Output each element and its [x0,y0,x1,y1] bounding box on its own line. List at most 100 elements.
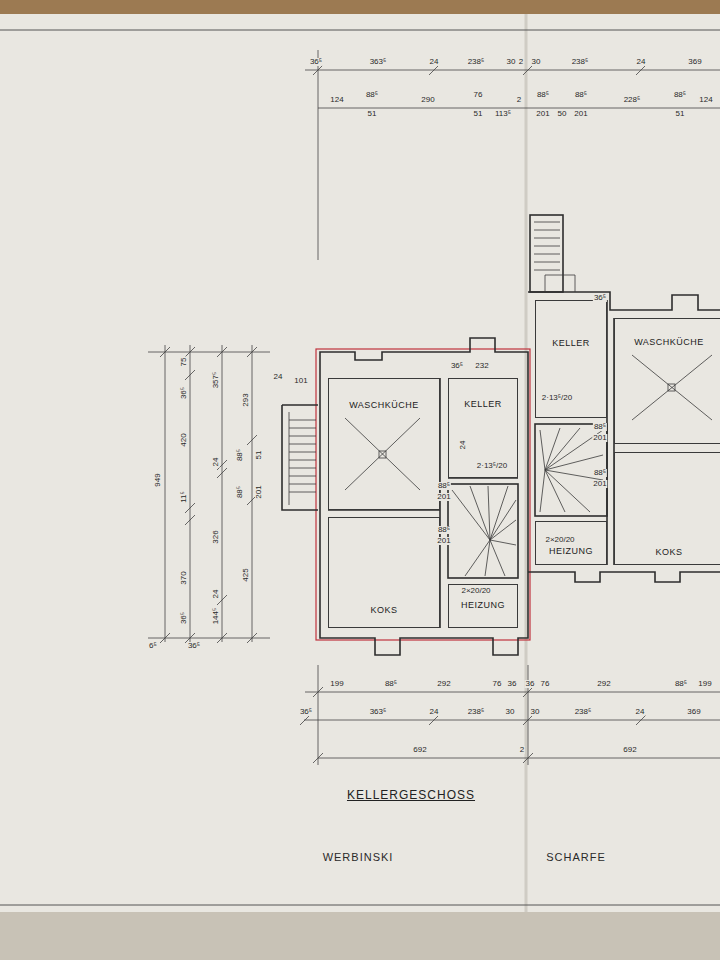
dimension-value: 692 [412,746,427,754]
dimension-value: 88⁵ [384,680,398,688]
dimension-value: 363⁵ [369,708,388,716]
room-name: HEIZUNG [460,601,506,611]
dimension-value: 88⁵ [674,680,688,688]
dimension-value: 201 [255,484,263,499]
dimension-value: 36⁵ [180,611,188,625]
dimension-value: 238⁵ [571,58,590,66]
dimension-value: 124 [698,96,713,104]
room-outline: KOKS [328,517,440,628]
dimension-value: 370 [180,570,188,585]
room-outline: KOKS [614,452,720,565]
room-name: HEIZUNG [548,547,594,557]
room-name: WASCHKÜCHE [348,401,420,411]
dimension-value: 144⁵ [212,607,220,626]
dimension-value: 199 [329,680,344,688]
room-outline: WASCHKÜCHE [328,378,440,510]
dimension-value: 51 [473,110,484,118]
dimension-value: 357⁵ [212,371,220,390]
dimension-value: 369 [686,708,701,716]
dimension-value: 24 [429,708,440,716]
dimension-value: 88⁵ [365,91,379,99]
highlight-outline [316,349,530,640]
dimension-value: 201 [592,434,607,442]
dimension-value: 228⁵ [623,96,642,104]
dimension-value: 76 [473,91,484,99]
dimension-value: 2·13⁵/20 [476,462,508,470]
paper-sheet [0,14,720,912]
dimension-value: 36⁵ [309,58,323,66]
dimension-value: 24 [635,708,646,716]
room-name: KELLER [551,339,591,349]
dimension-value: 369 [687,58,702,66]
dimension-value: 30 [505,708,516,716]
dimension-value: 292 [596,680,611,688]
dimension-value: 24 [212,589,220,600]
dimension-value: 24 [273,373,284,381]
dimension-value: 30 [531,58,542,66]
dimension-value: 292 [436,680,451,688]
dimension-value: 24 [636,58,647,66]
room-outline: WASCHKÜCHE [614,318,720,444]
dimension-value: 30 [530,708,541,716]
table-ground [0,912,720,960]
dimension-value: 36⁵ [593,294,607,302]
dimension-value: 101 [293,377,308,385]
dimension-value: 88⁵ [536,91,550,99]
room-name: KELLER [463,400,503,410]
dimension-value: 24 [459,440,467,451]
dimension-value: 2 [516,96,522,104]
dimension-value: 6⁵ [148,642,158,650]
room-name: WASCHKÜCHE [633,338,705,348]
dimension-lines [148,50,720,765]
dimension-value: 201 [436,537,451,545]
dimension-value: 124 [329,96,344,104]
dimension-value: 36 [525,680,536,688]
dimension-value: 2×20/20 [460,587,491,595]
room-name: KOKS [654,548,683,558]
dimension-value: 76 [492,680,503,688]
dimension-value: 363⁵ [369,58,388,66]
dimension-value: 36⁵ [187,642,201,650]
dimension-value: 51 [367,110,378,118]
walls [282,215,720,655]
dimension-value: 238⁵ [467,58,486,66]
dimension-value: 36⁵ [450,362,464,370]
dimension-value: 2 [518,58,524,66]
dimension-value: 88⁵ [673,91,687,99]
dimension-value: 949 [154,472,162,487]
paper-fold [525,14,528,912]
dimension-value: 232 [474,362,489,370]
dimension-value: 50 [557,110,568,118]
dimension-value: 326 [212,529,220,544]
room-name: KOKS [369,606,398,616]
dimension-value: 2×20/20 [544,536,575,544]
lamp-cross [345,355,712,490]
stairs [289,222,603,576]
dimension-value: 24 [429,58,440,66]
dimension-value: 88⁵ [236,448,244,462]
dimension-value: 201 [573,110,588,118]
dimension-value: 2·13⁵/20 [541,394,573,402]
dimension-value: 88⁵ [593,423,607,431]
dimension-value: 238⁵ [467,708,486,716]
dimension-value: 88⁵ [574,91,588,99]
dimension-value: 293 [242,392,250,407]
dimension-value: 88⁵ [593,469,607,477]
dimension-value: 36⁵ [299,708,313,716]
dimension-value: 88⁵ [437,526,451,534]
dimension-value: 88⁵ [437,482,451,490]
dimension-value: 201 [592,480,607,488]
dimension-value: 201 [436,493,451,501]
dimension-value: 238⁵ [574,708,593,716]
dimension-value: 420 [180,432,188,447]
dimension-value: 36 [507,680,518,688]
dimension-value: 201 [535,110,550,118]
dimension-value: 51 [675,110,686,118]
dimension-value: 88⁵ [236,485,244,499]
owner-name: WERBINSKI [322,852,395,863]
dimension-value: 692 [622,746,637,754]
dimension-value: 75 [180,357,188,368]
dimension-value: 76 [540,680,551,688]
